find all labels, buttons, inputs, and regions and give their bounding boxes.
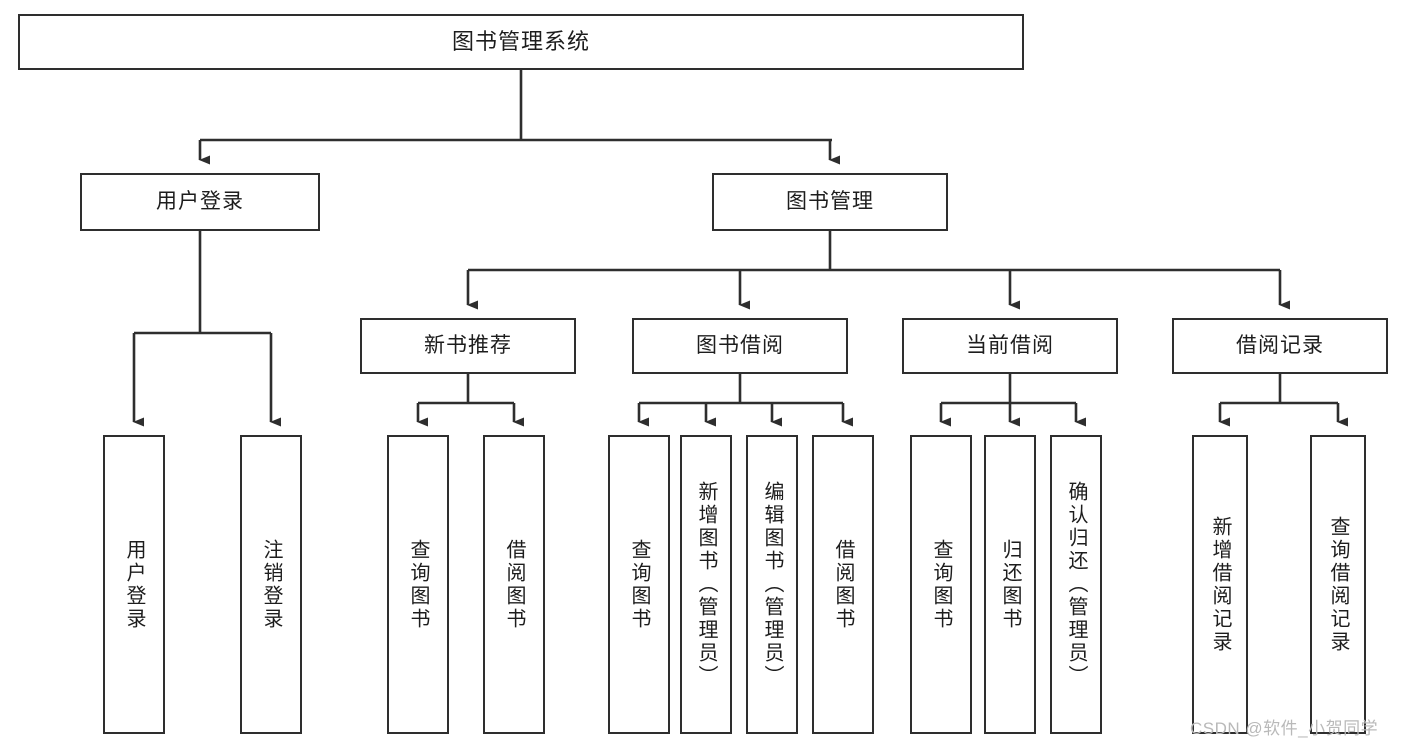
- csdn-watermark: CSDN @软件_小贺同学: [1190, 719, 1379, 738]
- node-book-manage-label: 图书管理: [786, 189, 874, 213]
- node-leaf-user-login[interactable]: 用户登录: [103, 435, 165, 734]
- node-leaf-query-record[interactable]: 查询借阅记录: [1310, 435, 1366, 734]
- node-leaf-add-book-label: 新增图书（管理员）: [695, 481, 717, 688]
- node-new-book-rec-label: 新书推荐: [424, 333, 512, 357]
- node-current-borrow[interactable]: 当前借阅: [902, 318, 1118, 374]
- node-root[interactable]: 图书管理系统: [18, 14, 1024, 70]
- node-leaf-query-book-3[interactable]: 查询图书: [910, 435, 972, 734]
- node-leaf-borrow-book-2[interactable]: 借阅图书: [812, 435, 874, 734]
- node-leaf-add-record-label: 新增借阅记录: [1209, 515, 1231, 654]
- node-leaf-query-book-1-label: 查询图书: [407, 538, 429, 631]
- node-leaf-query-book-3-label: 查询图书: [930, 538, 952, 631]
- node-leaf-confirm-return[interactable]: 确认归还（管理员）: [1050, 435, 1102, 734]
- node-leaf-add-record[interactable]: 新增借阅记录: [1192, 435, 1248, 734]
- node-leaf-query-book-2[interactable]: 查询图书: [608, 435, 670, 734]
- node-leaf-edit-book-label: 编辑图书（管理员）: [761, 481, 783, 688]
- node-leaf-borrow-book-1-label: 借阅图书: [503, 538, 525, 631]
- node-leaf-borrow-book-1[interactable]: 借阅图书: [483, 435, 545, 734]
- node-leaf-query-book-1[interactable]: 查询图书: [387, 435, 449, 734]
- node-book-borrow-label: 图书借阅: [696, 333, 784, 357]
- node-leaf-edit-book[interactable]: 编辑图书（管理员）: [746, 435, 798, 734]
- node-leaf-logout[interactable]: 注销登录: [240, 435, 302, 734]
- node-leaf-query-record-label: 查询借阅记录: [1327, 515, 1349, 654]
- node-current-borrow-label: 当前借阅: [966, 333, 1054, 357]
- node-leaf-return-book-label: 归还图书: [999, 538, 1021, 631]
- node-user-login-label: 用户登录: [156, 189, 244, 213]
- node-borrow-record-label: 借阅记录: [1236, 333, 1324, 357]
- node-user-login[interactable]: 用户登录: [80, 173, 320, 231]
- node-book-borrow[interactable]: 图书借阅: [632, 318, 848, 374]
- node-leaf-query-book-2-label: 查询图书: [628, 538, 650, 631]
- node-leaf-user-login-label: 用户登录: [123, 538, 145, 631]
- node-leaf-logout-label: 注销登录: [260, 538, 282, 631]
- node-leaf-return-book[interactable]: 归还图书: [984, 435, 1036, 734]
- node-leaf-borrow-book-2-label: 借阅图书: [832, 538, 854, 631]
- node-root-label: 图书管理系统: [451, 29, 590, 55]
- node-leaf-add-book[interactable]: 新增图书（管理员）: [680, 435, 732, 734]
- node-new-book-rec[interactable]: 新书推荐: [360, 318, 576, 374]
- node-leaf-confirm-return-label: 确认归还（管理员）: [1065, 481, 1087, 688]
- node-book-manage[interactable]: 图书管理: [712, 173, 948, 231]
- node-borrow-record[interactable]: 借阅记录: [1172, 318, 1388, 374]
